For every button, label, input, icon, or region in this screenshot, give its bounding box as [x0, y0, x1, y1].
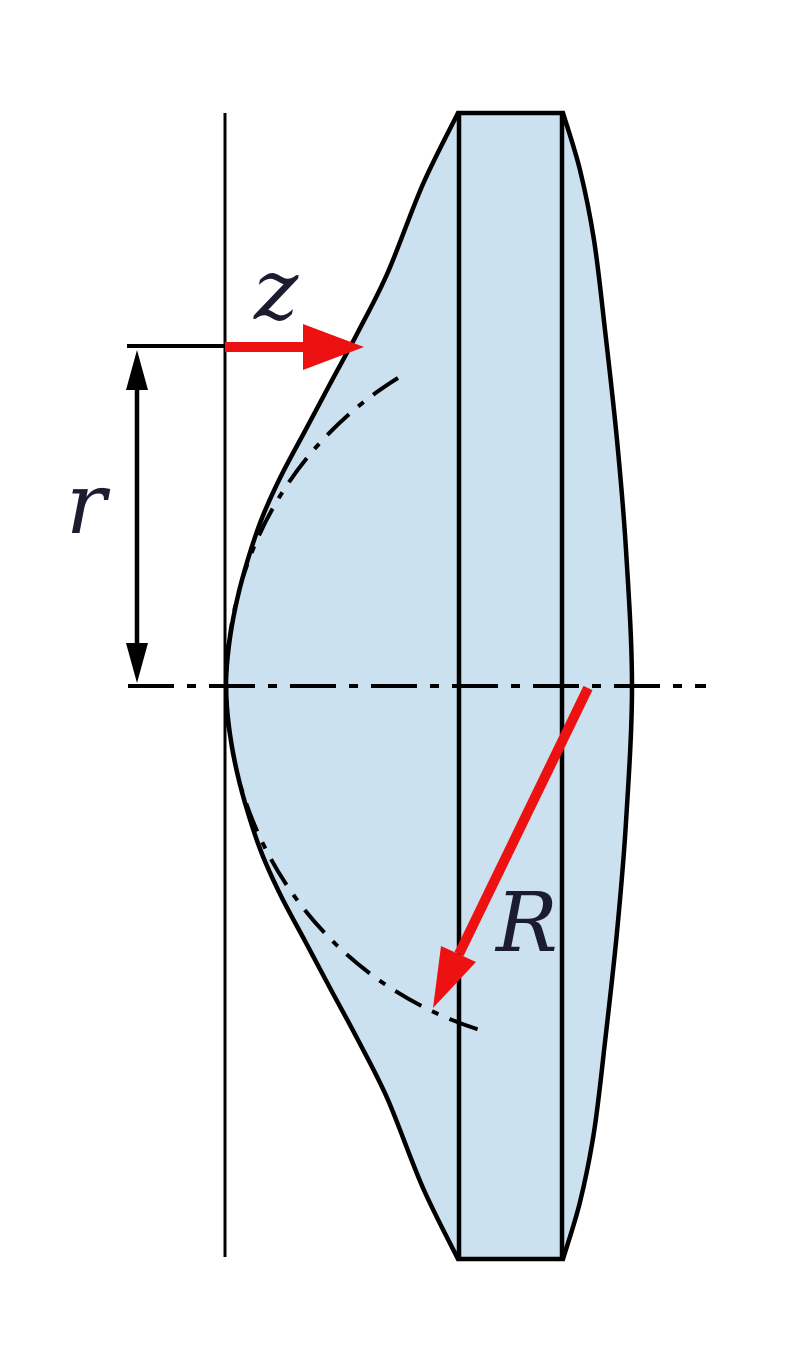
osculating-circle-arc — [224, 376, 481, 1032]
lens-body — [223, 110, 635, 1262]
r-dimension-arrow — [126, 350, 148, 683]
label-z: z — [253, 241, 299, 339]
label-r: r — [66, 455, 111, 553]
z-arrow-head-icon — [303, 324, 364, 370]
radius-arrow-shaft — [454, 685, 593, 957]
r-arrow-head-down-icon — [126, 643, 148, 683]
radius-arrow — [433, 685, 593, 1008]
label-R: R — [494, 876, 558, 971]
z-arrow — [225, 324, 364, 370]
radius-arrow-head-icon — [433, 946, 476, 1008]
r-arrow-head-up-icon — [126, 350, 148, 390]
